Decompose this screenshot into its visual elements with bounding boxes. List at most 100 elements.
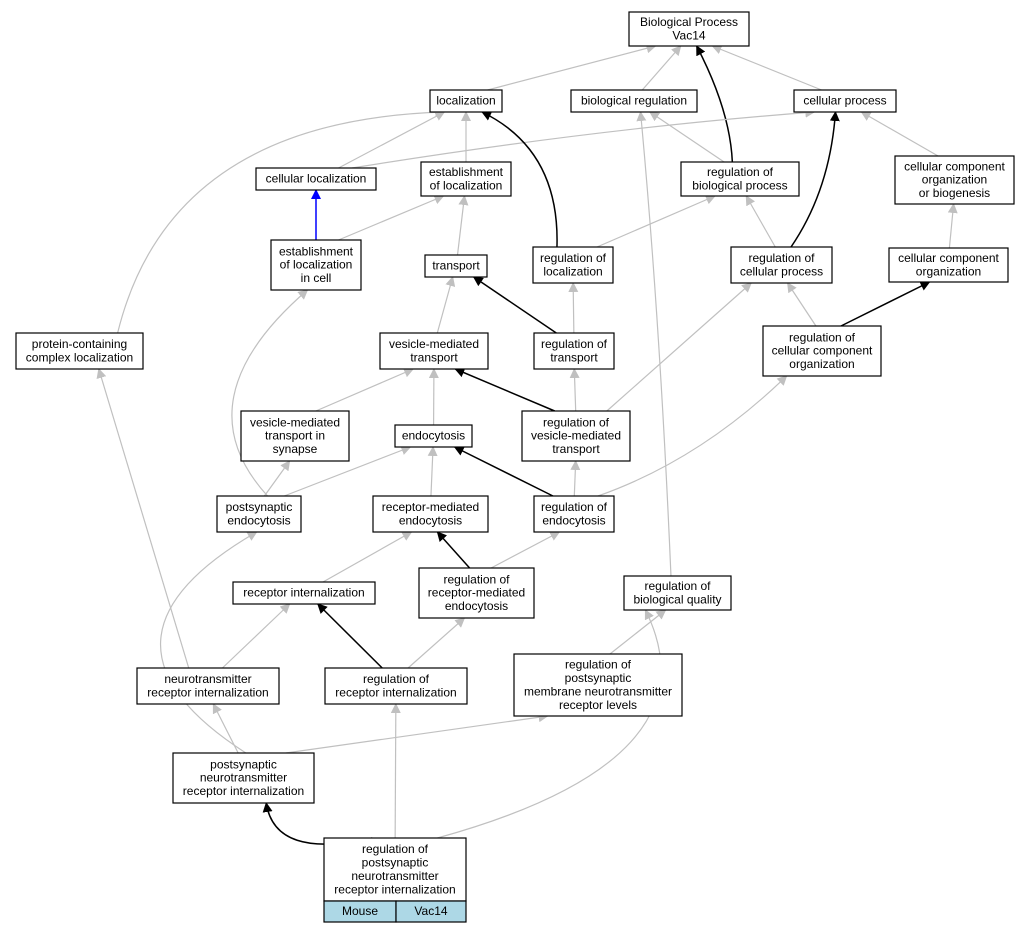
term-box <box>379 332 489 370</box>
term-box <box>623 575 732 611</box>
term-label-line: in cell <box>301 271 332 285</box>
edge-psendo-to-estcell <box>231 289 309 497</box>
legend-vac14-cell <box>395 900 467 923</box>
term-node-regrme[interactable]: regulation ofreceptor-mediatedendocytosi… <box>418 567 535 619</box>
edge-line <box>860 111 939 157</box>
edge-line <box>787 282 817 327</box>
edge-line <box>322 531 413 583</box>
term-box <box>216 495 302 533</box>
edge-psendo-to-endo <box>283 445 412 497</box>
edge-regbq-to-bioreg <box>636 111 672 577</box>
edge-regcell-to-cellproc <box>790 111 840 248</box>
term-node-loc[interactable]: localization <box>429 89 503 113</box>
edge-cellloc-to-loc <box>338 111 446 169</box>
edge-regri-to-ri <box>317 603 383 669</box>
edge-line <box>390 703 401 839</box>
term-node-bioreg[interactable]: biological regulation <box>570 89 698 113</box>
edge-rme-to-endo <box>427 446 438 497</box>
edge-psendo-to-vmts <box>263 460 291 497</box>
edge-pnri-to-regpmnrl <box>285 712 549 754</box>
edge-vmt-to-transport <box>436 276 456 334</box>
term-label-line: regulation of <box>541 337 608 351</box>
term-box <box>888 247 1009 283</box>
edge-regendo-to-regvmt <box>570 460 581 497</box>
term-label-line: or biogenesis <box>919 186 990 200</box>
term-node-ri[interactable]: receptor internalization <box>232 581 376 605</box>
edge-regbio-to-bioreg <box>649 111 725 163</box>
edge-regrme-to-rme <box>436 531 471 569</box>
edge-regcco-to-regcell <box>787 282 817 327</box>
term-label-line: biological process <box>692 178 787 192</box>
term-box <box>680 161 800 197</box>
edge-line <box>596 194 716 248</box>
term-label-line: postsynaptic <box>565 671 632 685</box>
term-node-endo[interactable]: endocytosis <box>394 424 473 448</box>
term-label-line: transport <box>550 350 598 364</box>
term-node-regpnri[interactable]: regulation ofpostsynapticneurotransmitte… <box>323 837 467 902</box>
edge-line <box>283 445 412 497</box>
term-box <box>418 567 535 619</box>
term-label-line: regulation of <box>565 658 632 672</box>
edge-regtrans-to-transport <box>472 276 557 334</box>
edge-regri-to-regrme <box>407 617 466 669</box>
edge-line <box>453 446 554 497</box>
term-node-transport[interactable]: transport <box>424 254 488 278</box>
term-label-line: complex localization <box>26 350 133 364</box>
edge-line <box>481 111 558 248</box>
edge-line <box>711 44 822 91</box>
edge-regloc-to-loc <box>481 111 558 248</box>
term-label-line: establishment <box>279 244 354 258</box>
edge-loc-to-bp <box>487 43 657 91</box>
term-label-line: biological regulation <box>581 94 687 108</box>
term-node-cellproc[interactable]: cellular process <box>793 89 897 113</box>
edge-ri-to-rme <box>322 531 413 583</box>
edge-line <box>745 195 776 248</box>
term-node-cellloc[interactable]: cellular localization <box>255 167 377 191</box>
term-label-line: receptor internalization <box>243 586 364 600</box>
edge-line <box>569 368 580 412</box>
term-box <box>323 837 467 902</box>
term-label-line: cellular component <box>772 344 873 358</box>
term-label-line: regulation of <box>789 330 856 344</box>
term-box <box>424 254 488 278</box>
term-label-line: endocytosis <box>445 599 508 613</box>
edge-regpmnrl-to-regbq <box>609 609 667 655</box>
edge-pcl-to-loc <box>117 107 446 334</box>
edge-line <box>436 276 456 334</box>
term-label-line: localization <box>543 264 602 278</box>
term-label-line: neurotransmitter <box>164 672 251 686</box>
term-label-line: postsynaptic <box>226 500 293 514</box>
edge-line <box>487 43 657 91</box>
term-label-line: establishment <box>429 165 504 179</box>
term-label-line: organization <box>916 264 981 278</box>
term-box <box>429 89 503 113</box>
term-label-line: Biological Process <box>640 15 738 29</box>
term-box <box>628 11 750 47</box>
edge-line <box>597 375 788 497</box>
edge-line <box>636 111 672 577</box>
term-label-line: organization <box>922 173 987 187</box>
edge-regvmt-to-regcell <box>606 282 752 412</box>
